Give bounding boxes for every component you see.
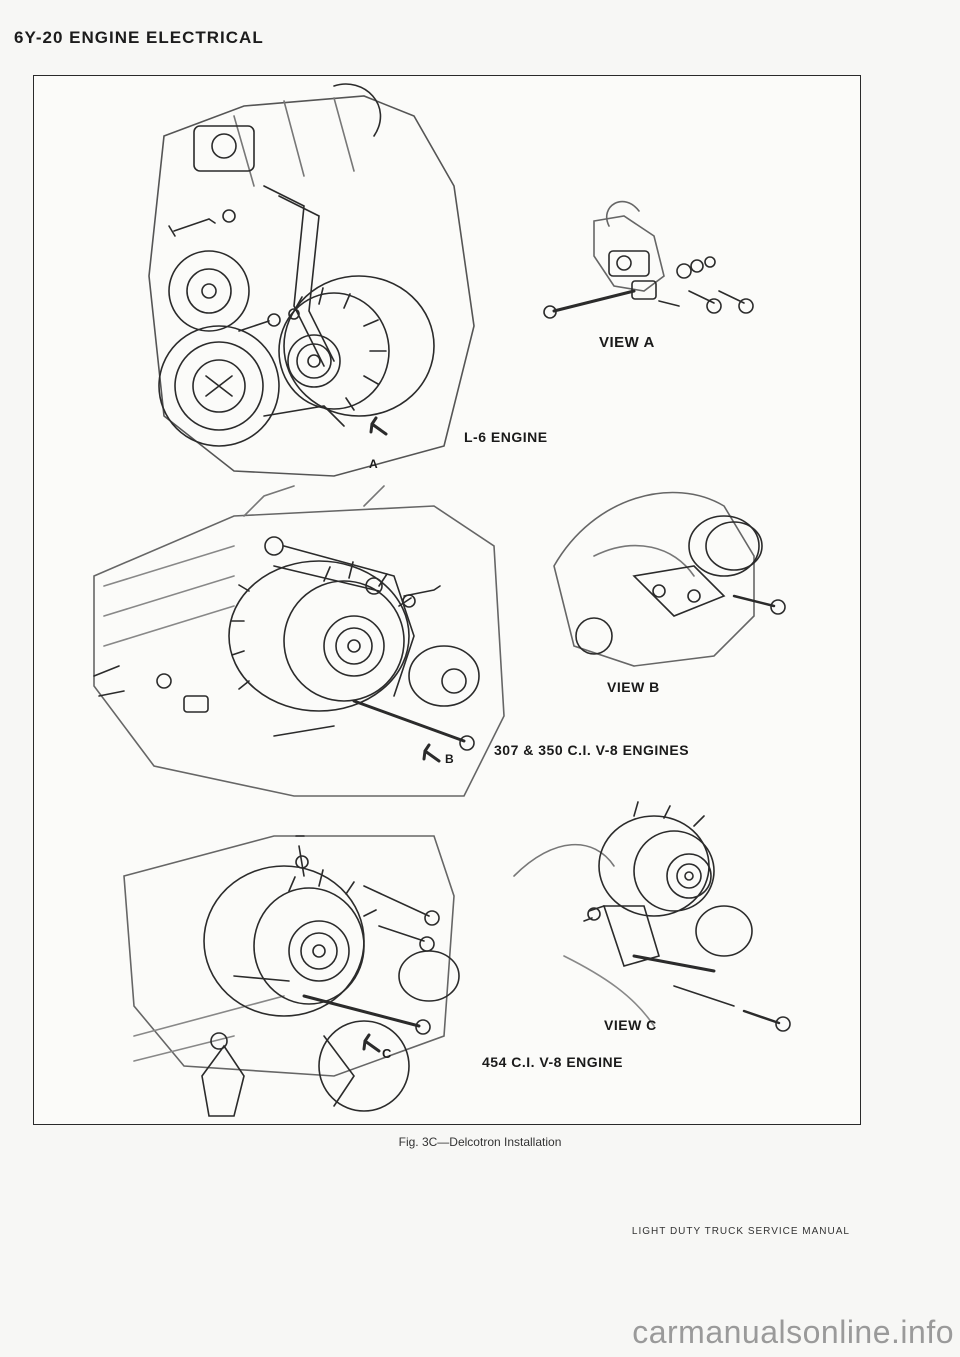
view-a-label: VIEW A: [599, 334, 655, 351]
454-engine-drawing: [123, 835, 460, 1117]
manual-footer: LIGHT DUTY TRUCK SERVICE MANUAL: [631, 1226, 850, 1237]
454-engine-label: 454 C.I. V-8 ENGINE: [482, 1054, 623, 1070]
view-c-drawing: [513, 801, 791, 1032]
view-b-label: VIEW B: [607, 679, 660, 695]
figure-illustration: [93, 83, 791, 1117]
callout-c: C: [382, 1046, 392, 1061]
l6-engine-drawing: [148, 83, 475, 477]
callout-b: B: [445, 752, 455, 766]
watermark: carmanualsonline.info: [632, 1314, 954, 1350]
view-b-drawing: [553, 491, 786, 667]
callout-a: A: [369, 457, 379, 471]
figure-caption: Fig. 3C—Delcotron Installation: [398, 1135, 562, 1149]
figure-frame: VIEW A L-6 ENGINE A VIEW B B 307 & 350 C…: [33, 75, 861, 1125]
page-header: 6Y-20 ENGINE ELECTRICAL: [14, 28, 264, 47]
view-a-drawing: [543, 200, 754, 319]
view-c-label: VIEW C: [604, 1017, 657, 1033]
v8-engine-drawing: [93, 485, 505, 797]
l6-engine-label: L-6 ENGINE: [464, 429, 548, 445]
v8-engines-label: 307 & 350 C.I. V-8 ENGINES: [494, 742, 690, 758]
